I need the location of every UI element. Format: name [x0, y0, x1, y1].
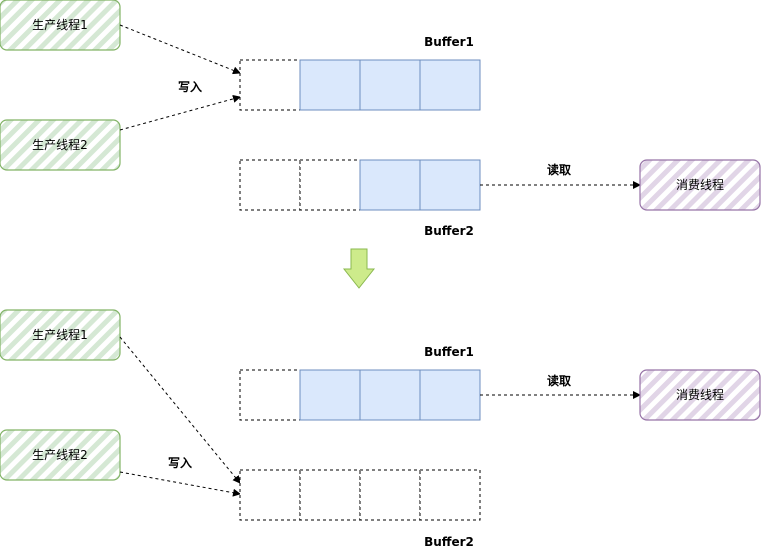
bottom-buffer2 — [239, 469, 481, 521]
buffer-cell-empty — [299, 469, 361, 521]
bottom-producer2-label: 生产线程2 — [32, 447, 88, 462]
buffer-cell-filled — [419, 159, 481, 211]
top-write-label: 写入 — [178, 80, 202, 94]
buffer-cell-filled — [359, 59, 421, 111]
top-section: 生产线程1 生产线程2 写入 Buffer1 Buffer2 读取 消费线程 — [0, 0, 761, 238]
buffer-cell-filled — [359, 369, 421, 421]
top-read-label: 读取 — [547, 162, 571, 177]
bottom-producer2-node: 生产线程2 — [0, 429, 121, 481]
bottom-read-label: 读取 — [547, 373, 571, 388]
top-producer1-node: 生产线程1 — [0, 0, 121, 51]
buffer-cell-filled — [419, 59, 481, 111]
buffer-cell-empty — [419, 469, 481, 521]
top-buffer1 — [239, 59, 481, 111]
top-producer2-label: 生产线程2 — [32, 137, 88, 152]
top-consumer-label: 消费线程 — [676, 177, 724, 192]
buffer-cell-filled — [299, 369, 361, 421]
bottom-producer1-label: 生产线程1 — [32, 327, 88, 342]
top-consumer-node: 消费线程 — [639, 159, 761, 211]
buffer-cell-filled — [419, 369, 481, 421]
bottom-write-label: 写入 — [168, 456, 192, 470]
bottom-section: 生产线程1 生产线程2 写入 Buffer1 读取 消费线程 Buffer — [0, 309, 761, 549]
buffer-cell-filled — [359, 159, 421, 211]
bottom-buffer2-label: Buffer2 — [424, 535, 474, 549]
top-buffer2-label: Buffer2 — [424, 224, 474, 238]
buffer-cell-empty — [239, 59, 301, 111]
bottom-consumer-node: 消费线程 — [639, 369, 761, 421]
top-buffer2 — [239, 159, 481, 211]
bottom-producer1-node: 生产线程1 — [0, 309, 121, 361]
bottom-producer1-write-arrow — [119, 336, 241, 484]
top-producer1-write-arrow — [119, 24, 241, 75]
buffer-cell-empty — [239, 159, 301, 211]
transition-down-arrow-icon — [342, 248, 376, 289]
top-producer1-label: 生产线程1 — [32, 17, 88, 32]
buffer-cell-empty — [359, 469, 421, 521]
buffer-cell-empty — [239, 369, 301, 421]
buffer-cell-filled — [299, 59, 361, 111]
bottom-consumer-label: 消费线程 — [676, 387, 724, 402]
bottom-producer2-write-arrow — [119, 471, 241, 497]
buffer-cell-empty — [239, 469, 301, 521]
buffer-cell-empty — [299, 159, 361, 211]
top-producer2-node: 生产线程2 — [0, 119, 121, 171]
bottom-buffer1-label: Buffer1 — [424, 345, 474, 359]
top-producer2-write-arrow — [119, 94, 241, 131]
top-buffer1-label: Buffer1 — [424, 35, 474, 49]
bottom-buffer1 — [239, 369, 481, 421]
